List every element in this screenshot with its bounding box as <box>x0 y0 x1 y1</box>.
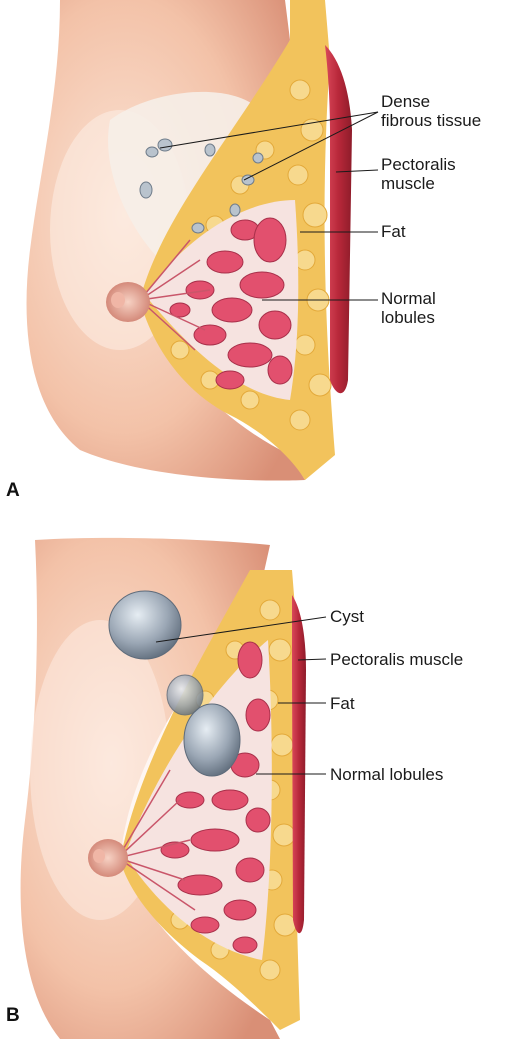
label-cyst: Cyst <box>330 607 364 626</box>
panel-b-illustration <box>21 538 326 1039</box>
label-normal-lobules-a: Normal lobules <box>381 289 436 327</box>
panel-a-illustration <box>27 0 378 481</box>
label-dense-line2: fibrous tissue <box>381 111 481 130</box>
pectoralis-muscle-b <box>292 595 306 933</box>
cyst-large-b <box>109 591 181 659</box>
label-pectoralis-muscle-b: Pectoralis muscle <box>330 650 463 669</box>
label-dense-fibrous-tissue: Dense fibrous tissue <box>381 92 481 130</box>
panel-letter-a: A <box>6 480 20 502</box>
panel-letter-b: B <box>6 1005 20 1027</box>
cyst-small-b <box>167 675 203 715</box>
label-fat-b: Fat <box>330 694 355 713</box>
label-pectoralis-line1: Pectoralis <box>381 155 456 174</box>
label-lobules-line2: lobules <box>381 308 436 327</box>
label-normal-lobules-b: Normal lobules <box>330 765 443 784</box>
label-lobules-line1: Normal <box>381 289 436 308</box>
pectoralis-muscle-a <box>325 45 352 393</box>
label-dense-line1: Dense <box>381 92 481 111</box>
label-fat-a: Fat <box>381 222 406 241</box>
label-pectoralis-line2: muscle <box>381 174 456 193</box>
cyst-middle-b <box>184 704 240 776</box>
label-pectoralis-muscle-a: Pectoralis muscle <box>381 155 456 193</box>
